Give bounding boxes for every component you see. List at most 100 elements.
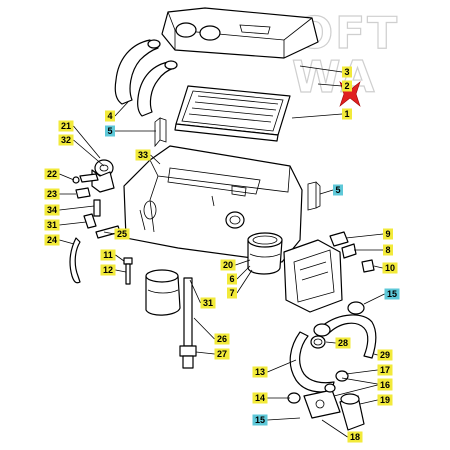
leader-line-c16 — [333, 384, 378, 397]
callout-label-c22: 22 — [47, 169, 57, 179]
callout-label-c11: 11 — [103, 250, 113, 260]
leader-line-c13 — [267, 359, 297, 373]
callout-label-c19: 19 — [380, 395, 390, 405]
clamp-30 — [324, 370, 349, 393]
leader-line-c7 — [236, 269, 253, 294]
callout-c11: 11 — [100, 249, 116, 261]
drain-tube — [179, 277, 197, 369]
small-pipe-23 — [75, 187, 91, 199]
hose-24 — [69, 237, 81, 284]
callout-label-c25: 25 — [117, 229, 127, 239]
leader-line-c21 — [73, 125, 101, 159]
callout-c32: 32 — [58, 134, 74, 146]
hose-assembly — [289, 301, 377, 393]
callout-c25: 25 — [114, 228, 130, 240]
callout-background-c13 — [252, 366, 268, 378]
callout-label-c29: 29 — [380, 350, 390, 360]
callout-background-c23 — [44, 188, 60, 200]
callout-c31b: 31 — [200, 297, 216, 309]
callout-background-c21 — [58, 120, 74, 132]
callout-label-c16: 16 — [380, 380, 390, 390]
leader-line-c17 — [345, 369, 378, 375]
callout-c24: 24 — [44, 234, 60, 246]
screw-10 — [361, 259, 375, 273]
leader-line-c29 — [373, 353, 378, 356]
callout-background-c11 — [100, 249, 116, 261]
callout-label-c14: 14 — [255, 393, 265, 403]
callout-label-c17: 17 — [380, 365, 390, 375]
callout-background-c14 — [252, 392, 268, 404]
bolt-12 — [123, 257, 133, 285]
callout-label-c7: 7 — [229, 288, 234, 298]
leader-line-c3 — [299, 65, 343, 73]
callout-c31: 31 — [44, 219, 60, 231]
leader-line-c27 — [195, 351, 215, 355]
callout-label-c33: 33 — [138, 150, 148, 160]
callout-background-c19 — [377, 394, 393, 406]
leader-line-c6 — [236, 265, 251, 280]
callout-c26: 26 — [214, 333, 230, 345]
callout-background-c32 — [58, 134, 74, 146]
callout-background-c3 — [342, 66, 352, 78]
spring-clip-right — [307, 181, 321, 211]
air-box-housing — [123, 145, 303, 263]
callout-background-c10 — [382, 262, 398, 274]
leader-line-c24 — [59, 239, 75, 245]
intake-sleeve-right — [247, 232, 283, 275]
callout-background-c31b — [200, 297, 216, 309]
callout-c1: 1 — [342, 108, 352, 120]
callout-c15a: 15 — [384, 288, 400, 300]
callout-background-c17 — [377, 364, 393, 376]
leader-line-c20 — [235, 259, 251, 266]
callout-label-c1: 1 — [344, 109, 349, 119]
callout-label-c34: 34 — [47, 205, 57, 215]
intake-hose-left — [114, 39, 161, 105]
leader-line-c1 — [291, 113, 343, 119]
callout-label-c18: 18 — [350, 432, 360, 442]
leader-line-c30 — [341, 377, 378, 385]
callout-background-c33 — [135, 149, 151, 161]
air-filter-element — [174, 85, 291, 142]
callout-c18: 18 — [347, 431, 363, 443]
callout-label-c27: 27 — [217, 349, 227, 359]
callout-label-c8: 8 — [385, 245, 390, 255]
callout-background-c6 — [227, 273, 237, 285]
callout-label-c15b: 15 — [255, 415, 265, 425]
callout-label-c13: 13 — [255, 367, 265, 377]
callout-c4: 4 — [105, 110, 115, 122]
callout-c13: 13 — [252, 366, 268, 378]
callout-c27: 27 — [214, 348, 230, 360]
callout-c22: 22 — [44, 168, 60, 180]
callout-c34: 34 — [44, 204, 60, 216]
watermark-line-2: WA — [292, 52, 377, 103]
callout-label-c31: 31 — [47, 220, 57, 230]
grommet-8 — [341, 243, 357, 259]
grommet-9 — [329, 231, 349, 247]
callout-background-c5a — [105, 125, 115, 137]
callout-c29: 29 — [377, 349, 393, 361]
callout-label-c26: 26 — [217, 334, 227, 344]
leader-line-c31 — [59, 221, 87, 226]
small-pipe-31 — [83, 213, 97, 229]
clamp-28 — [310, 335, 326, 349]
callout-background-c5b — [333, 184, 343, 196]
callout-c20: 20 — [220, 259, 236, 271]
callout-c2: 2 — [342, 80, 352, 92]
callout-c14: 14 — [252, 392, 268, 404]
callout-c3: 3 — [342, 66, 352, 78]
leader-line-c19 — [359, 399, 378, 405]
callout-c9: 9 — [383, 228, 393, 240]
callout-label-c9: 9 — [385, 229, 390, 239]
callout-c10: 10 — [382, 262, 398, 274]
callout-label-c24: 24 — [47, 235, 57, 245]
callout-c8: 8 — [383, 244, 393, 256]
callout-c15b: 15 — [252, 414, 268, 426]
leader-line-c32 — [73, 139, 105, 167]
callout-background-c31 — [44, 219, 60, 231]
leader-line-c18 — [321, 419, 348, 438]
control-valve — [91, 159, 115, 193]
callout-background-c26 — [214, 333, 230, 345]
callout-background-c28 — [335, 337, 351, 349]
callout-label-c4: 4 — [107, 111, 112, 121]
callout-background-c4 — [105, 110, 115, 122]
